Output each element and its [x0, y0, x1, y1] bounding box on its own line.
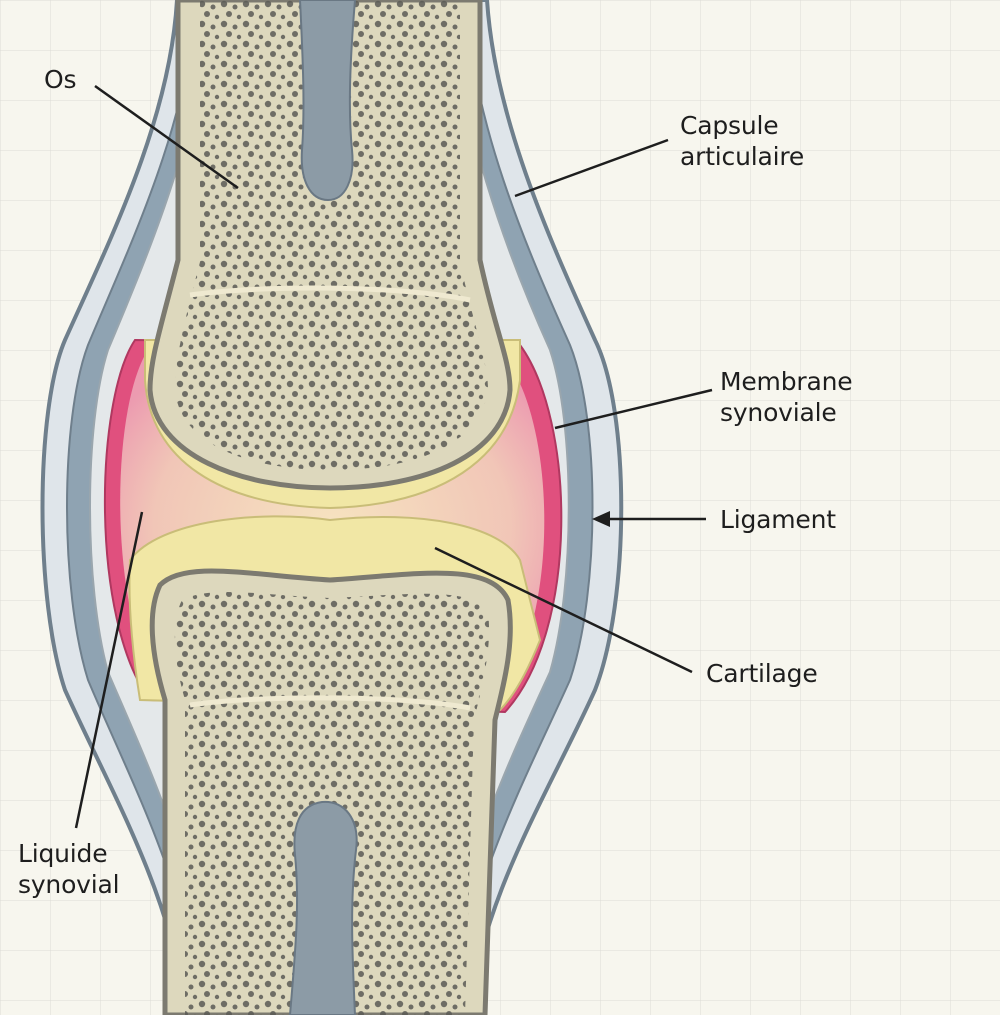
upper-growth-line	[189, 285, 471, 303]
label-os-text: Os	[44, 65, 77, 94]
label-os: Os	[44, 64, 77, 95]
upper-bone-trabecular	[175, 0, 488, 470]
leader-liquide	[74, 511, 144, 829]
lower-marrow-canal	[288, 800, 358, 1015]
lower-growth-line	[189, 695, 471, 711]
label-liquide: Liquide synovial	[18, 838, 120, 900]
leader-cartilage	[434, 546, 693, 674]
label-capsule-line1: Capsule	[680, 111, 779, 140]
label-cartilage: Cartilage	[706, 658, 818, 689]
upper-marrow-canal	[298, 0, 357, 202]
label-capsule: Capsule articulaire	[680, 110, 804, 172]
label-ligament-text: Ligament	[720, 505, 836, 534]
label-liquide-line1: Liquide	[18, 839, 108, 868]
label-membrane-line1: Membrane	[720, 367, 853, 396]
ligament-arrowhead	[592, 511, 610, 527]
leader-os	[94, 84, 239, 190]
label-membrane: Membrane synoviale	[720, 366, 853, 428]
label-membrane-line2: synoviale	[720, 398, 837, 427]
leader-capsule	[514, 138, 669, 198]
label-liquide-line2: synovial	[18, 870, 120, 899]
label-capsule-line2: articulaire	[680, 142, 805, 171]
leader-membrane	[554, 388, 713, 430]
label-cartilage-text: Cartilage	[706, 659, 818, 688]
label-ligament: Ligament	[720, 504, 836, 535]
